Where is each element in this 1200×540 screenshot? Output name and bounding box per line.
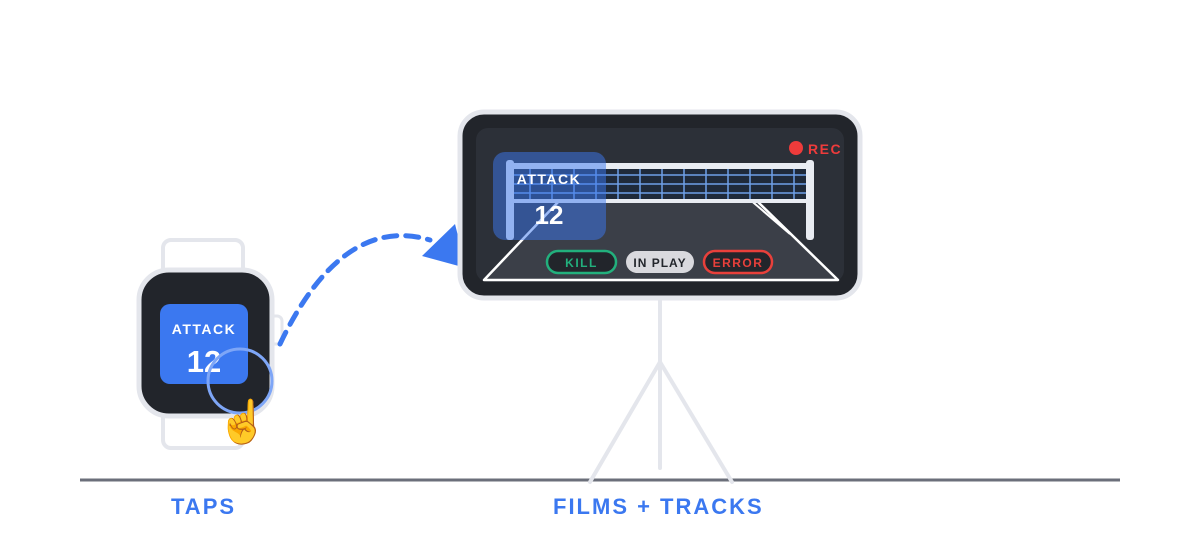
kill-button[interactable] (545, 249, 618, 275)
tap-ripple (206, 347, 274, 415)
overlay-title: ATTACK (517, 171, 581, 187)
caption-taps: TAPS (171, 494, 237, 519)
overlay-number: 12 (535, 200, 564, 230)
phone: ATTACK 12 REC KILL IN PLAY ERROR (457, 109, 863, 301)
arrow-head-icon (422, 224, 466, 268)
attack-overlay (493, 152, 606, 240)
pointing-hand-icon: ☝ (217, 396, 269, 447)
error-button-label: ERROR (713, 256, 764, 270)
tripod (588, 298, 734, 484)
watch-card-title: ATTACK (172, 321, 236, 337)
rec-dot-icon (789, 141, 803, 155)
in-play-button[interactable] (626, 251, 694, 273)
in-play-button-label: IN PLAY (633, 256, 686, 270)
caption-films-tracks: FILMS + TRACKS (553, 494, 764, 519)
kill-button-label: KILL (565, 256, 598, 270)
dashed-arrow (277, 233, 433, 347)
rec-label: REC (808, 141, 842, 157)
watch-attack-card[interactable] (160, 304, 248, 384)
smartwatch: ATTACK 12 ☝ (136, 238, 284, 450)
error-button[interactable] (702, 249, 774, 275)
